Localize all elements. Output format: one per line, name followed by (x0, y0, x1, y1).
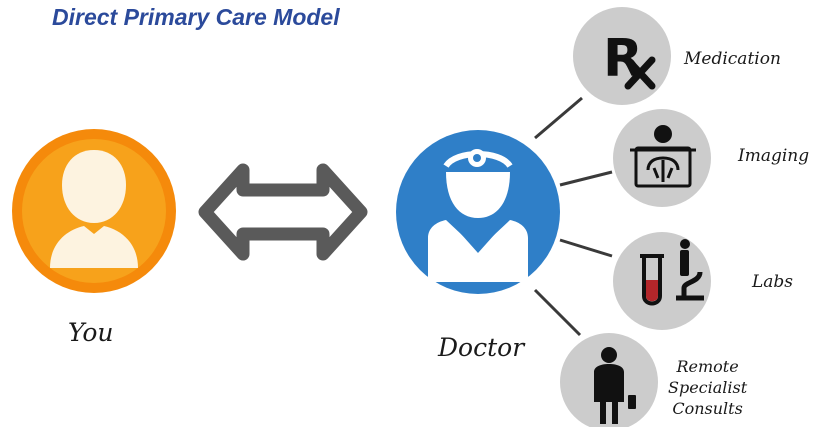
doctor-icon (428, 149, 528, 282)
diagram-title: Direct Primary Care Model (52, 4, 340, 30)
service-imaging (613, 109, 711, 207)
you-node (12, 129, 176, 293)
line-to-imaging (559, 170, 613, 187)
medication-label: Medication (684, 49, 781, 69)
you-label: You (68, 318, 114, 347)
service-labs (613, 232, 711, 330)
connector-lines (533, 96, 613, 337)
labs-label: Labs (752, 272, 794, 292)
remote-label-line-1: Remote (676, 357, 739, 376)
remote-label-line-3: Consults (672, 399, 743, 418)
doctor-node (396, 130, 560, 294)
user-icon (50, 150, 138, 268)
doctor-label: Doctor (438, 333, 525, 362)
line-to-medication (534, 96, 583, 140)
xray-icon (630, 125, 696, 188)
service-remote (560, 333, 658, 427)
double-arrow-icon (198, 163, 368, 261)
lab-tube-microscope-icon (640, 239, 704, 306)
imaging-label: Imaging (738, 146, 810, 166)
specialist-icon (594, 347, 636, 424)
remote-specialist-consults-label: Remote Specialist Consults (668, 356, 747, 419)
remote-label-line-2: Specialist (668, 378, 748, 397)
service-medication: R (573, 7, 671, 105)
rx-icon: R (603, 29, 656, 90)
line-to-labs (559, 238, 613, 258)
line-to-remote (533, 288, 582, 337)
